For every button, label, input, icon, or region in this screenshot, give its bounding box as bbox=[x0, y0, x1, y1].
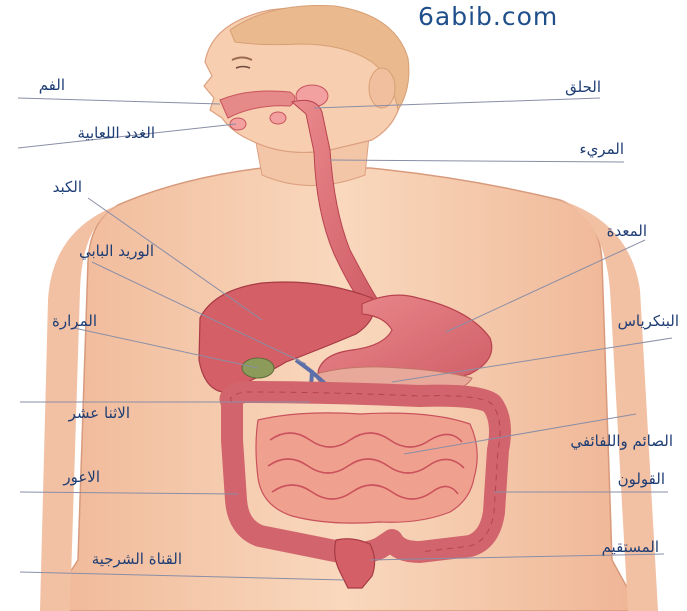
label-colon: القولون bbox=[618, 470, 665, 488]
site-watermark: 6abib.com bbox=[418, 2, 558, 32]
label-gallbladder: المرارة bbox=[52, 312, 97, 330]
label-jejunum-ileum: الصائم واللفائفي bbox=[570, 432, 673, 450]
label-anal-canal: القناة الشرجية bbox=[92, 550, 182, 568]
label-salivary-glands: الغدد اللعابية bbox=[77, 124, 155, 142]
small-intestine bbox=[256, 413, 477, 523]
label-rectum: المستقيم bbox=[602, 538, 659, 556]
label-stomach: المعدة bbox=[607, 222, 647, 240]
label-pharynx: الحلق bbox=[565, 78, 601, 96]
label-appendix: الاعور bbox=[63, 468, 100, 486]
ear bbox=[369, 68, 395, 108]
label-liver: الكبد bbox=[53, 178, 82, 196]
label-mouth: الفم bbox=[39, 76, 65, 94]
label-duodenum: الاثنا عشر bbox=[69, 404, 130, 422]
label-pancreas: البنكرياس bbox=[618, 312, 679, 330]
label-esophagus: المريء bbox=[580, 140, 624, 158]
label-portal-vein: الوريد البابي bbox=[79, 242, 154, 260]
